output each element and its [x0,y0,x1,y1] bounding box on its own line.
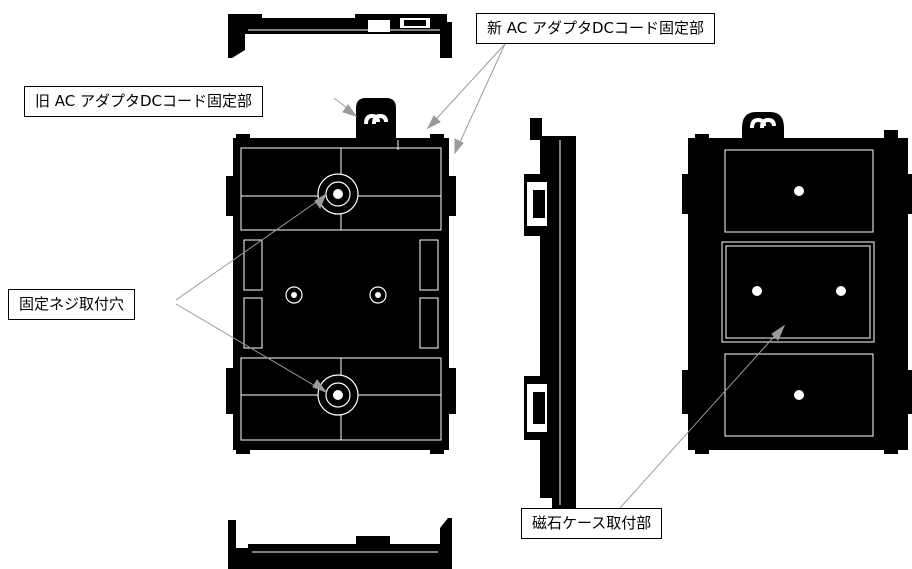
top-edge-view [228,14,452,58]
leader-lines [175,43,786,509]
new-ac-adapter-dc-cord-label: 新 AC アダプタDCコード固定部 [476,13,716,44]
magnet-case-mount-label: 磁石ケース取付部 [521,508,663,539]
side-view [524,118,576,510]
bottom-edge-view [228,518,452,569]
screw-hole-label: 固定ネジ取付穴 [8,289,136,320]
front-view [682,112,912,454]
back-view [226,98,456,454]
old-ac-adapter-dc-cord-label: 旧 AC アダプタDCコード固定部 [24,86,264,117]
